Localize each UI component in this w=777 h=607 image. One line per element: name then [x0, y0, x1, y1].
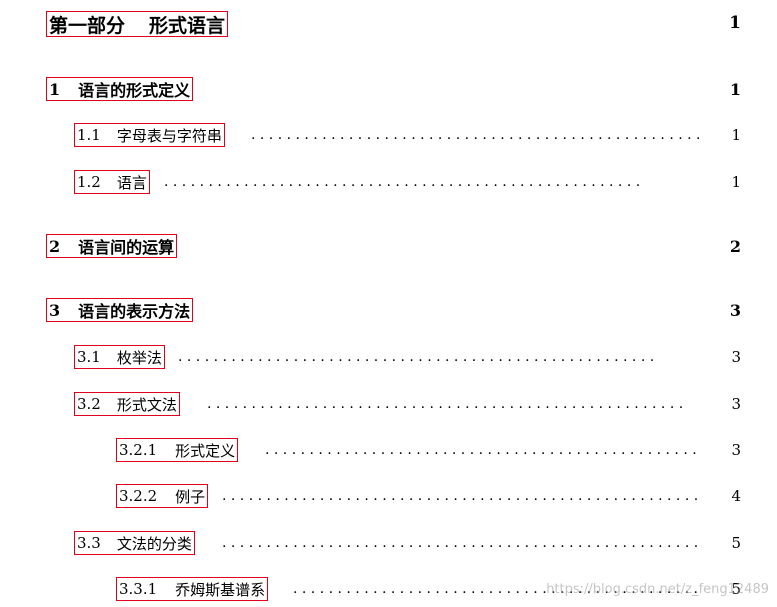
toc-link[interactable]: 3.3 文法的分类 [74, 531, 195, 555]
toc-number: 3.2.2 [119, 487, 158, 505]
toc-number: 3.3 [77, 534, 101, 552]
toc-row-section: 3 语言的表示方法 3 [0, 298, 777, 328]
toc-page-number: 3 [731, 348, 741, 366]
toc-page-number: 1 [731, 126, 741, 144]
toc-leader-dots: . . . . . . . . . . . . . . . . . . . . … [178, 349, 655, 365]
toc-link[interactable]: 1.1 字母表与字符串 [74, 123, 225, 147]
toc-link[interactable]: 1.2 语言 [74, 170, 150, 194]
toc-leader-dots: . . . . . . . . . . . . . . . . . . . . … [251, 127, 699, 143]
toc-title: 例子 [175, 487, 206, 506]
toc-number: 1 [49, 79, 61, 99]
toc-link[interactable]: 3.2.2 例子 [116, 484, 209, 508]
toc-link[interactable]: 1 语言的形式定义 [46, 77, 194, 101]
toc-title: 形式定义 [175, 441, 236, 460]
toc-link[interactable]: 3.3.1 乔姆斯基谱系 [116, 577, 269, 601]
toc-page-number: 5 [731, 580, 741, 598]
toc-number: 3.1 [77, 348, 101, 366]
toc-title: 语言的表示方法 [78, 302, 191, 321]
toc-title: 乔姆斯基谱系 [175, 580, 266, 599]
toc-page-number: 1 [731, 173, 741, 191]
toc-leader-dots: . . . . . . . . . . . . . . . . . . . . … [164, 174, 641, 190]
toc-row-subsubsection: 3.3.1 乔姆斯基谱系 . . . . . . . . . . . . . .… [0, 577, 777, 607]
toc-leader-dots: . . . . . . . . . . . . . . . . . . . . … [222, 535, 699, 551]
toc-leader-dots: . . . . . . . . . . . . . . . . . . . . … [207, 396, 684, 412]
toc-number: 1.1 [77, 126, 101, 144]
toc-page-number: 3 [729, 300, 741, 320]
toc-page-number: 1 [729, 13, 741, 33]
toc-row-subsection: 3.1 枚举法 . . . . . . . . . . . . . . . . … [0, 345, 777, 375]
toc-row-subsubsection: 3.2.2 例子 . . . . . . . . . . . . . . . .… [0, 484, 777, 514]
toc-page-number: 5 [731, 534, 741, 552]
toc-link[interactable]: 2 语言间的运算 [46, 234, 178, 258]
toc-title: 字母表与字符串 [116, 126, 222, 145]
toc-row-subsection: 3.2 形式文法 . . . . . . . . . . . . . . . .… [0, 392, 777, 422]
toc-row-part: 第一部分 形式语言 1 [0, 11, 777, 41]
toc-number: 1.2 [77, 173, 101, 191]
toc-title: 枚举法 [116, 348, 162, 367]
toc-number: 3.2.1 [119, 441, 158, 459]
toc-title: 语言间的运算 [78, 238, 175, 257]
toc-title: 形式语言 [149, 14, 226, 37]
toc-title: 语言 [116, 173, 147, 192]
toc-number: 3.2 [77, 395, 101, 413]
toc-leader-dots: . . . . . . . . . . . . . . . . . . . . … [293, 581, 699, 597]
toc-row-subsection: 1.1 字母表与字符串 . . . . . . . . . . . . . . … [0, 123, 777, 153]
toc-page-number: 4 [731, 487, 741, 505]
toc-link[interactable]: 第一部分 形式语言 [46, 11, 229, 37]
toc-leader-dots: . . . . . . . . . . . . . . . . . . . . … [222, 488, 699, 504]
toc-row-subsubsection: 3.2.1 形式定义 . . . . . . . . . . . . . . .… [0, 438, 777, 468]
toc-link[interactable]: 3.1 枚举法 [74, 345, 165, 369]
toc-row-subsection: 3.3 文法的分类 . . . . . . . . . . . . . . . … [0, 531, 777, 561]
toc-link[interactable]: 3.2.1 形式定义 [116, 438, 239, 462]
toc-leader-dots: . . . . . . . . . . . . . . . . . . . . … [265, 442, 699, 458]
toc-number: 3.3.1 [119, 580, 158, 598]
toc-row-section: 2 语言间的运算 2 [0, 234, 777, 264]
toc-page-number: 1 [729, 79, 741, 99]
toc-title: 文法的分类 [116, 534, 192, 553]
toc-page-number: 3 [731, 395, 741, 413]
toc-page-number: 2 [729, 236, 741, 256]
toc-row-section: 1 语言的形式定义 1 [0, 77, 777, 107]
toc-number: 3 [49, 300, 61, 320]
toc-title: 语言的形式定义 [78, 81, 191, 100]
toc-title: 形式文法 [116, 395, 177, 414]
toc-row-subsection: 1.2 语言 . . . . . . . . . . . . . . . . .… [0, 170, 777, 200]
toc-link[interactable]: 3 语言的表示方法 [46, 298, 194, 322]
toc-number: 2 [49, 236, 61, 256]
toc-number: 第一部分 [49, 14, 126, 37]
toc-link[interactable]: 3.2 形式文法 [74, 392, 180, 416]
toc-page-number: 3 [731, 441, 741, 459]
